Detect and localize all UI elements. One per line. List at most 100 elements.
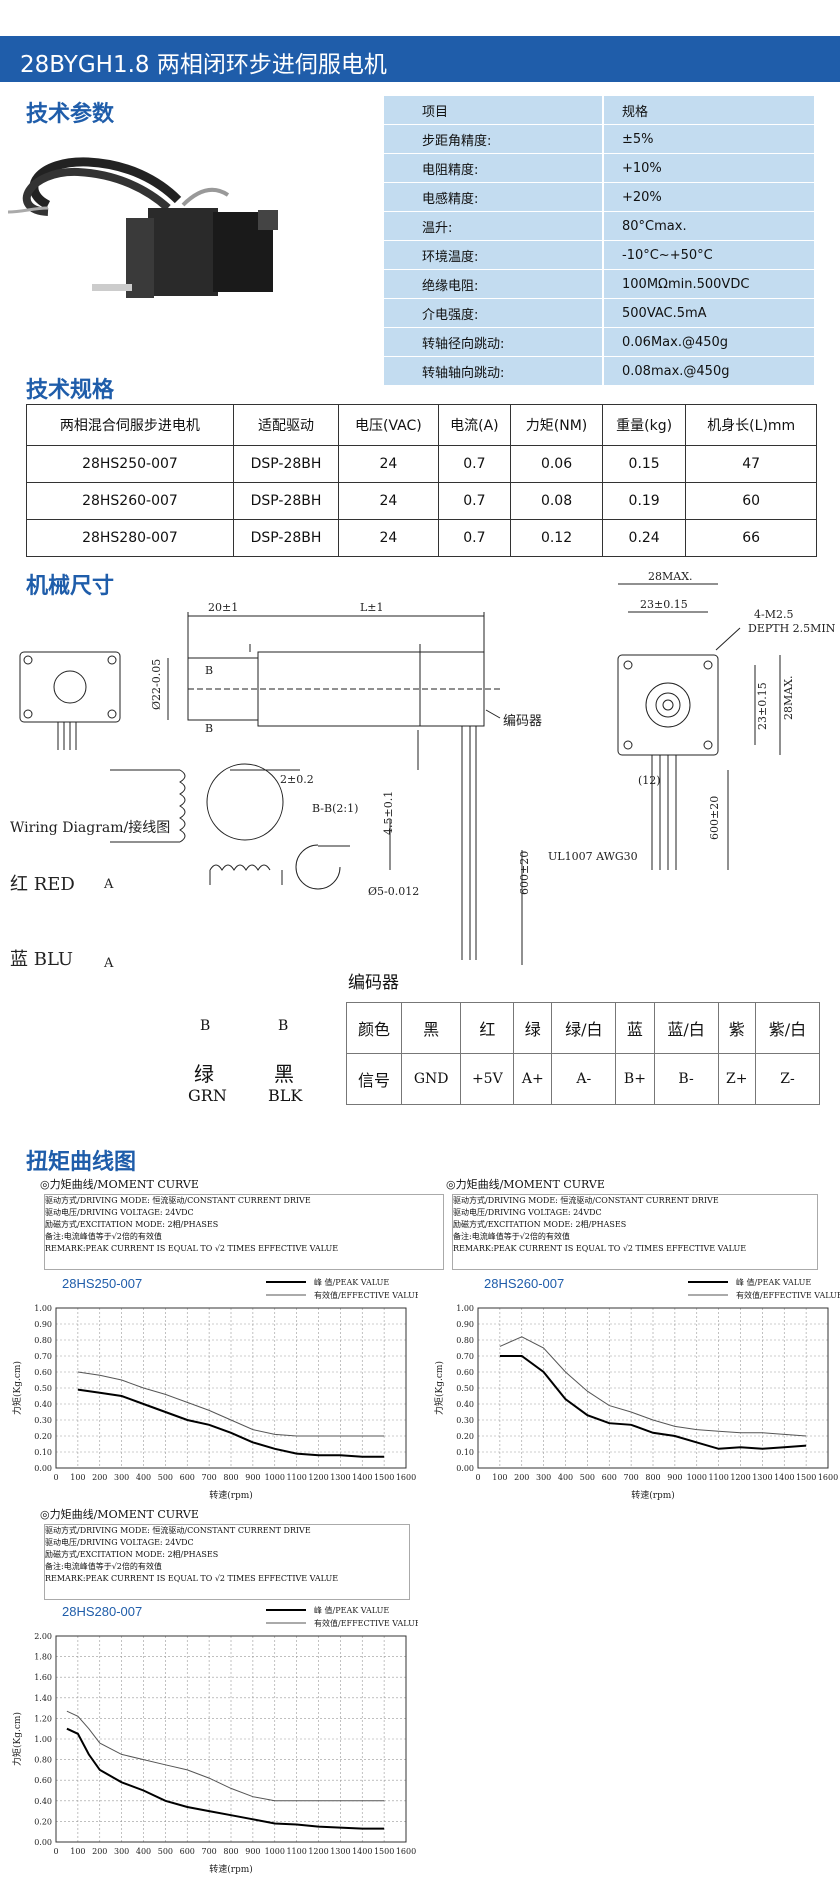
x-tick-label: 500 <box>580 1473 595 1482</box>
encoder-signal-cell: A+ <box>513 1053 553 1105</box>
spec-cell: 47 <box>685 445 817 483</box>
chart-notes-box: 驱动方式/DRIVING MODE: 恒流驱动/CONSTANT CURRENT… <box>452 1194 818 1270</box>
spec-cell: 28HS250-007 <box>26 445 234 483</box>
params-table: 项目 规格 步距角精度: ±5% 电阻精度: +10% 电感精度: +20% 温… <box>384 96 814 386</box>
table-row: 步距角精度: ±5% <box>384 124 814 154</box>
param-value: 0.08max.@450g <box>603 356 814 386</box>
y-tick-label: 1.40 <box>34 1694 52 1703</box>
y-tick-label: 0.80 <box>34 1336 52 1345</box>
x-tick-label: 900 <box>245 1847 260 1856</box>
note-line: REMARK:PEAK CURRENT IS EQUAL TO √2 TIMES… <box>45 1574 339 1583</box>
peak-value-line <box>77 1388 385 1458</box>
y-tick-label: 0.60 <box>34 1776 52 1785</box>
x-axis-label: 转速(rpm) <box>209 1863 253 1875</box>
x-tick-label: 900 <box>667 1473 682 1482</box>
plot-frame <box>55 1307 407 1469</box>
y-tick-label: 0.70 <box>34 1352 52 1361</box>
x-tick-label: 1400 <box>352 1847 372 1856</box>
y-tick-label: 0.10 <box>456 1448 474 1457</box>
param-value: 80°Cmax. <box>603 211 814 241</box>
mechanical-drawing: 20±1 L±1 Ø22-0.05 B B 2±0.2 编码器 B-B(2:1)… <box>10 570 836 971</box>
encoder-color-cell: 紫/白 <box>754 1002 821 1054</box>
y-tick-label: 0.20 <box>34 1817 52 1826</box>
x-tick-label: 300 <box>114 1473 129 1482</box>
y-tick-label: 0.20 <box>456 1432 474 1441</box>
plot-frame <box>55 1635 407 1843</box>
x-tick-label: 1300 <box>330 1473 350 1482</box>
x-tick-label: 1400 <box>774 1473 794 1482</box>
table-row: 颜色 黑 红 绿 绿/白 蓝 蓝/白 紫 紫/白 <box>346 1002 821 1054</box>
peak-value-line <box>499 1355 807 1450</box>
peak-value-line <box>66 1727 385 1830</box>
param-value: 100MΩmin.500VDC <box>603 269 814 299</box>
param-name: 转轴径向跳动: <box>384 327 604 357</box>
x-tick-label: 1500 <box>796 1473 816 1482</box>
y-tick-label: 0.20 <box>34 1432 52 1441</box>
wire-blk-cn: 黑 <box>274 1062 294 1086</box>
y-tick-label: 1.20 <box>34 1714 52 1723</box>
encoder-signal-cell: Z+ <box>717 1053 756 1105</box>
x-tick-label: 1500 <box>374 1847 394 1856</box>
y-tick-label: 0.30 <box>456 1416 474 1425</box>
y-tick-label: 1.00 <box>34 1304 52 1313</box>
spec-header: 适配驱动 <box>232 404 340 446</box>
x-tick-label: 1600 <box>396 1847 416 1856</box>
wire-grn-en: GRN <box>188 1086 227 1105</box>
x-tick-label: 800 <box>645 1473 660 1482</box>
spec-table: 两相混合伺服步进电机 适配驱动 电压(VAC) 电流(A) 力矩(NM) 重量(… <box>26 404 817 557</box>
spec-cell: 0.12 <box>510 519 603 557</box>
x-tick-label: 700 <box>201 1473 216 1482</box>
x-tick-label: 600 <box>180 1847 195 1856</box>
encoder-signal-cell: B- <box>653 1053 719 1105</box>
wiring-title: Wiring Diagram/接线图 <box>10 819 170 836</box>
note-line: 驱动方式/DRIVING MODE: 恒流驱动/CONSTANT CURRENT… <box>453 1196 719 1205</box>
chart-notes-heading: ◎力矩曲线/MOMENT CURVE <box>40 1178 199 1191</box>
chart-notes-box: 驱动方式/DRIVING MODE: 恒流驱动/CONSTANT CURRENT… <box>44 1194 444 1270</box>
param-name: 温升: <box>384 211 604 241</box>
params-header-spec: 规格 <box>603 96 814 125</box>
encoder-signal-cell: GND <box>400 1053 462 1105</box>
param-value: +10% <box>603 153 814 183</box>
x-tick-label: 700 <box>623 1473 638 1482</box>
table-row: 电阻精度: +10% <box>384 153 814 183</box>
encoder-signal-cell: A- <box>551 1053 617 1105</box>
chart-notes-heading: ◎力矩曲线/MOMENT CURVE <box>446 1178 605 1191</box>
dim-L-label: L±1 <box>360 601 384 614</box>
wire-red-label: 红 RED <box>10 874 75 895</box>
x-tick-label: 400 <box>136 1473 151 1482</box>
y-tick-label: 0.50 <box>456 1384 474 1393</box>
note-line: 励磁方式/EXCITATION MODE: 2相/PHASES <box>45 1220 219 1229</box>
y-tick-label: 0.80 <box>34 1756 52 1765</box>
x-tick-label: 800 <box>223 1473 238 1482</box>
chart-title: 28HS280-007 <box>62 1604 142 1619</box>
dim-5-label: Ø5-0.012 <box>368 885 419 898</box>
spec-cell: 0.15 <box>601 445 687 483</box>
wire-grn-cn: 绿 <box>194 1062 214 1086</box>
x-tick-label: 1000 <box>687 1473 707 1482</box>
y-tick-label: 0.90 <box>456 1320 474 1329</box>
params-header-item: 项目 <box>384 96 604 125</box>
y-tick-label: 0.00 <box>456 1464 474 1473</box>
table-row: 28HS250-007 DSP-28BH 24 0.7 0.06 0.15 47 <box>26 445 817 483</box>
x-tick-label: 1200 <box>308 1847 328 1856</box>
param-value: +20% <box>603 182 814 212</box>
x-tick-label: 1600 <box>818 1473 838 1482</box>
y-tick-label: 1.00 <box>456 1304 474 1313</box>
section-tech-params: 技术参数 <box>26 102 115 127</box>
table-row: 电感精度: +20% <box>384 182 814 212</box>
note-line: 励磁方式/EXCITATION MODE: 2相/PHASES <box>45 1550 219 1559</box>
y-tick-label: 0.50 <box>34 1384 52 1393</box>
x-tick-label: 200 <box>514 1473 529 1482</box>
x-tick-label: 1100 <box>286 1847 306 1856</box>
phase-a-top: A <box>103 877 114 892</box>
encoder-color-cell: 紫 <box>717 1002 756 1054</box>
encoder-signal-cell: B+ <box>615 1053 655 1105</box>
note-line: REMARK:PEAK CURRENT IS EQUAL TO √2 TIMES… <box>45 1244 339 1253</box>
x-tick-label: 500 <box>158 1847 173 1856</box>
table-row: 转轴轴向跳动: 0.08max.@450g <box>384 356 814 386</box>
y-tick-label: 0.00 <box>34 1464 52 1473</box>
encoder-color-cell: 绿 <box>513 1002 553 1054</box>
y-tick-label: 0.40 <box>456 1400 474 1409</box>
legend-effective-label: 有效值/EFFECTIVE VALUE <box>314 1290 418 1300</box>
